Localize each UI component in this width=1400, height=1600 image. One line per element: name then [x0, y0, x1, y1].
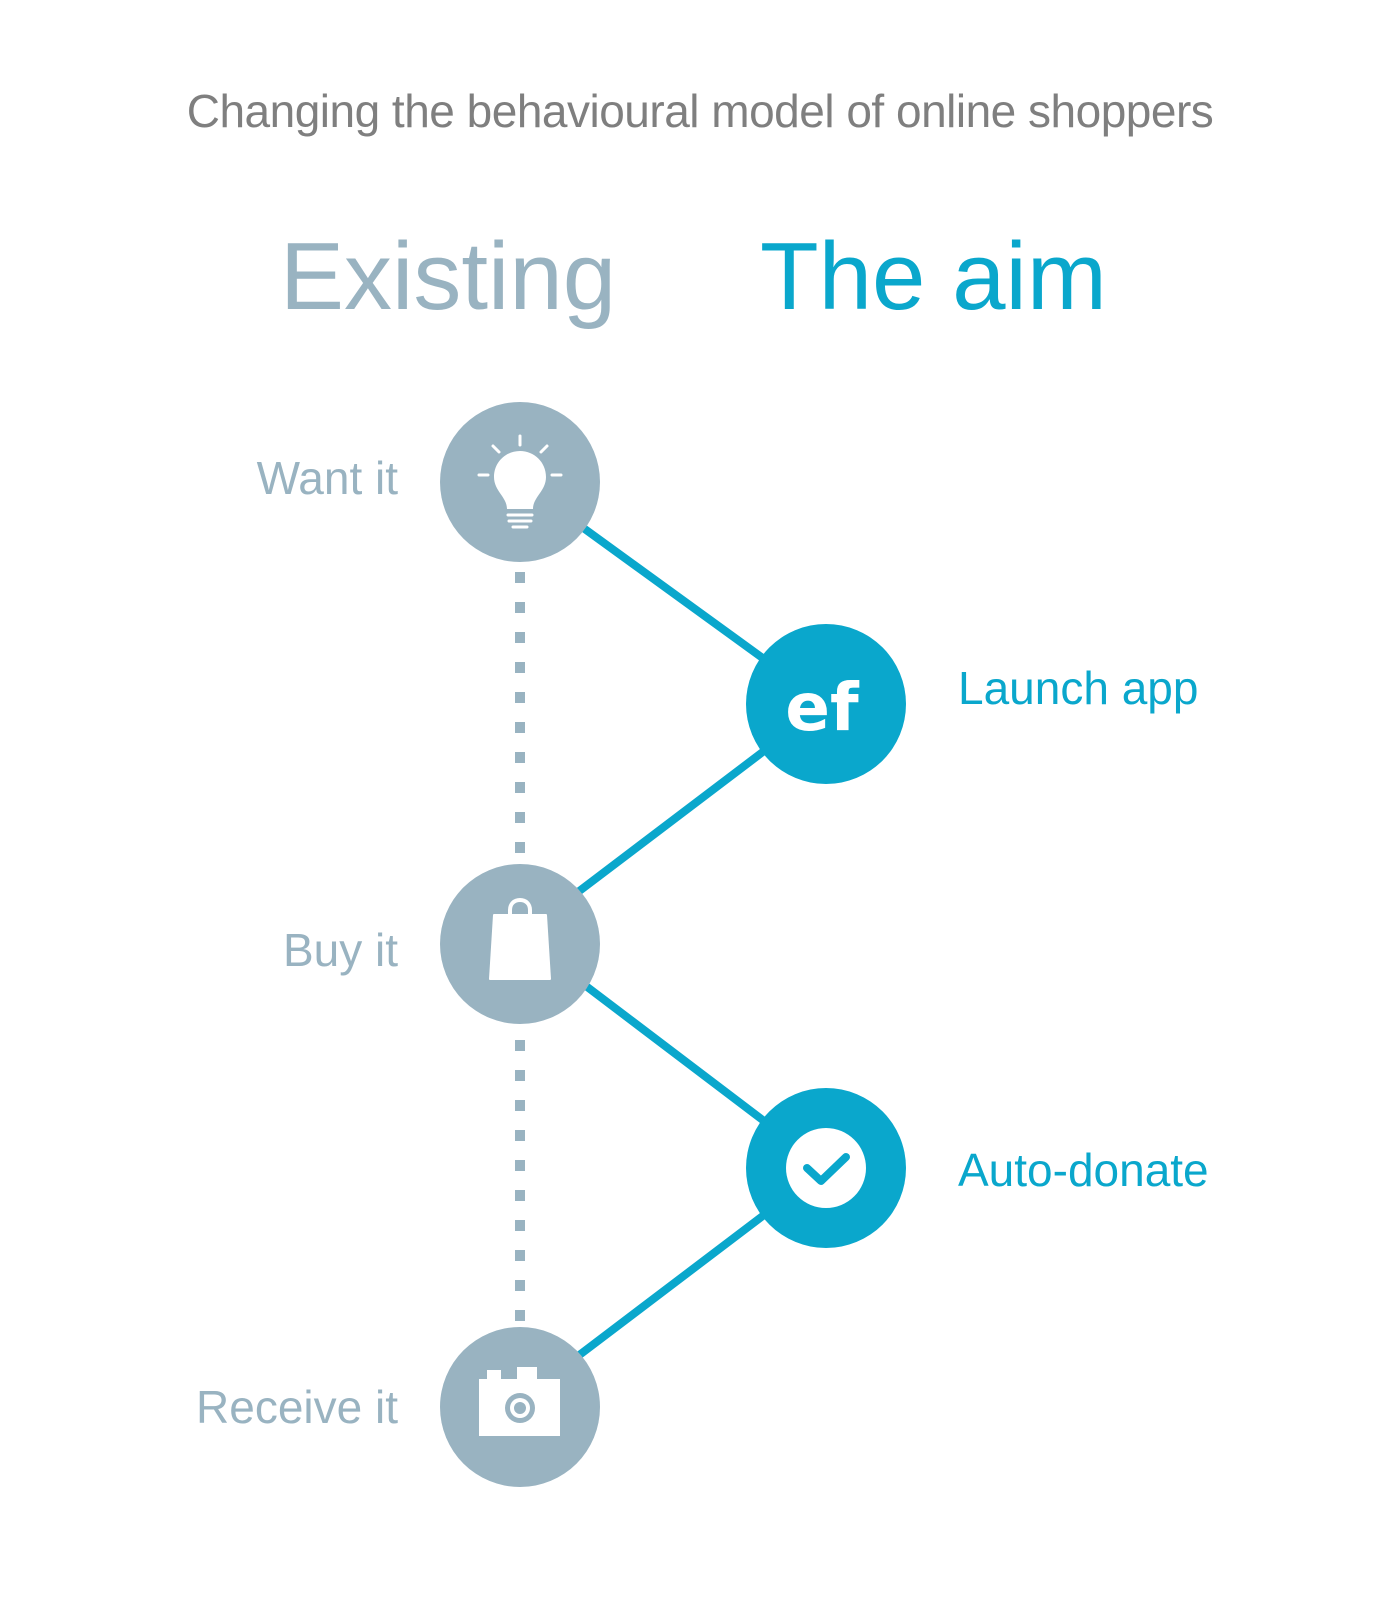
step-label-buy-it: Buy it	[282, 924, 398, 976]
node-receive-it	[440, 1327, 600, 1487]
node-auto-donate	[746, 1088, 906, 1248]
node-buy-it	[440, 864, 600, 1024]
diagram-subtitle: Changing the behavioural model of online…	[186, 85, 1214, 137]
lightbulb-icon	[477, 434, 563, 529]
step-label-receive-it: Receive it	[196, 1381, 398, 1433]
ef-logo-icon: ef	[785, 669, 860, 746]
step-label-want-it: Want it	[256, 452, 398, 504]
shopping-bag-icon	[489, 897, 551, 980]
step-label-launch-app: Launch app	[958, 662, 1199, 714]
camera-icon	[479, 1367, 560, 1436]
checkmark-icon	[786, 1128, 866, 1208]
node-launch-app: ef	[746, 624, 906, 784]
existing-heading: Existing	[280, 223, 617, 330]
aim-heading: The aim	[760, 223, 1107, 330]
step-label-auto-donate: Auto-donate	[958, 1144, 1209, 1196]
node-want-it	[440, 402, 600, 562]
